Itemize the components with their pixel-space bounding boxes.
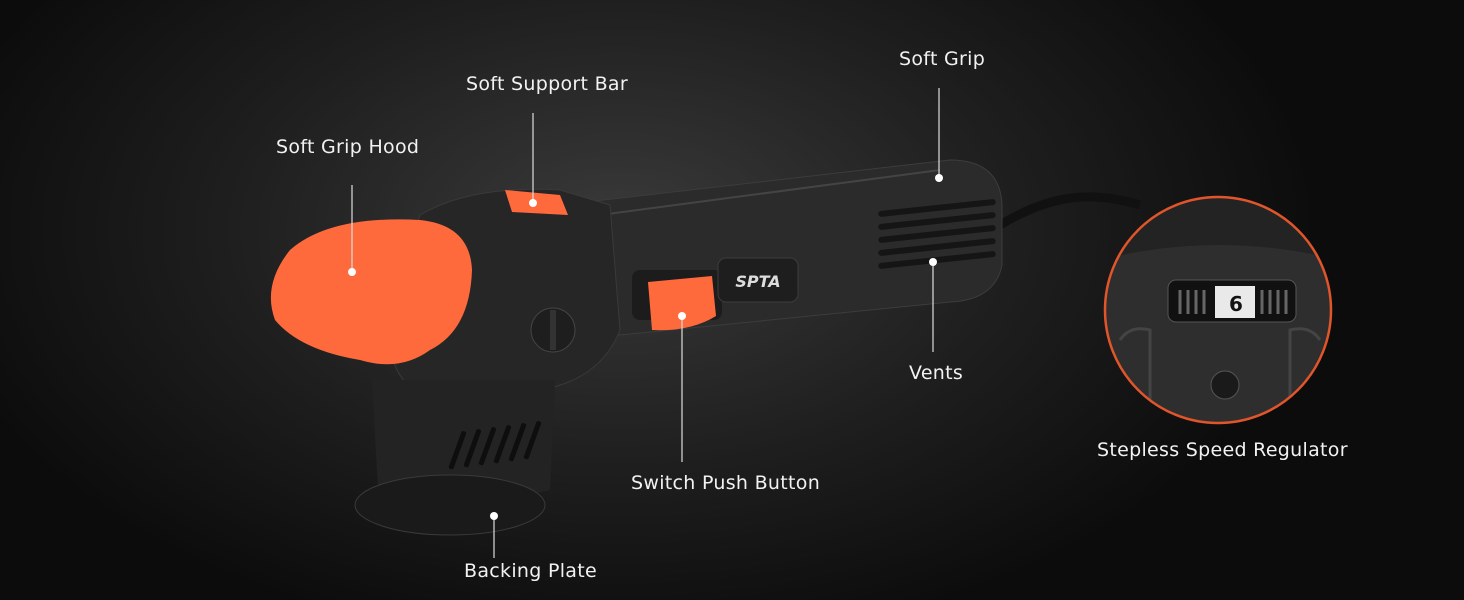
label-vents: Vents [909, 362, 964, 384]
lower-vents [448, 421, 542, 470]
soft-grip-hood [270, 219, 472, 365]
side-vents [878, 199, 996, 269]
label-backing-plate: Backing Plate [464, 560, 597, 582]
callout-dot [348, 268, 356, 276]
label-soft-grip: Soft Grip [899, 48, 986, 70]
brand-logo: SPTA [735, 272, 780, 291]
switch-push-button [648, 276, 716, 331]
label-stepless-speed-regulator: Stepless Speed Regulator [1097, 439, 1348, 461]
label-switch-push-button: Switch Push Button [631, 472, 821, 494]
screw-icon [1210, 370, 1240, 400]
label-soft-support-bar: Soft Support Bar [466, 73, 628, 95]
power-cord [997, 192, 1142, 229]
label-soft-grip-hood: Soft Grip Hood [276, 136, 420, 158]
speed-regulator-inset: 6 [1103, 195, 1333, 425]
speed-dial-value: 6 [1229, 292, 1243, 316]
backing-plate [354, 474, 546, 536]
